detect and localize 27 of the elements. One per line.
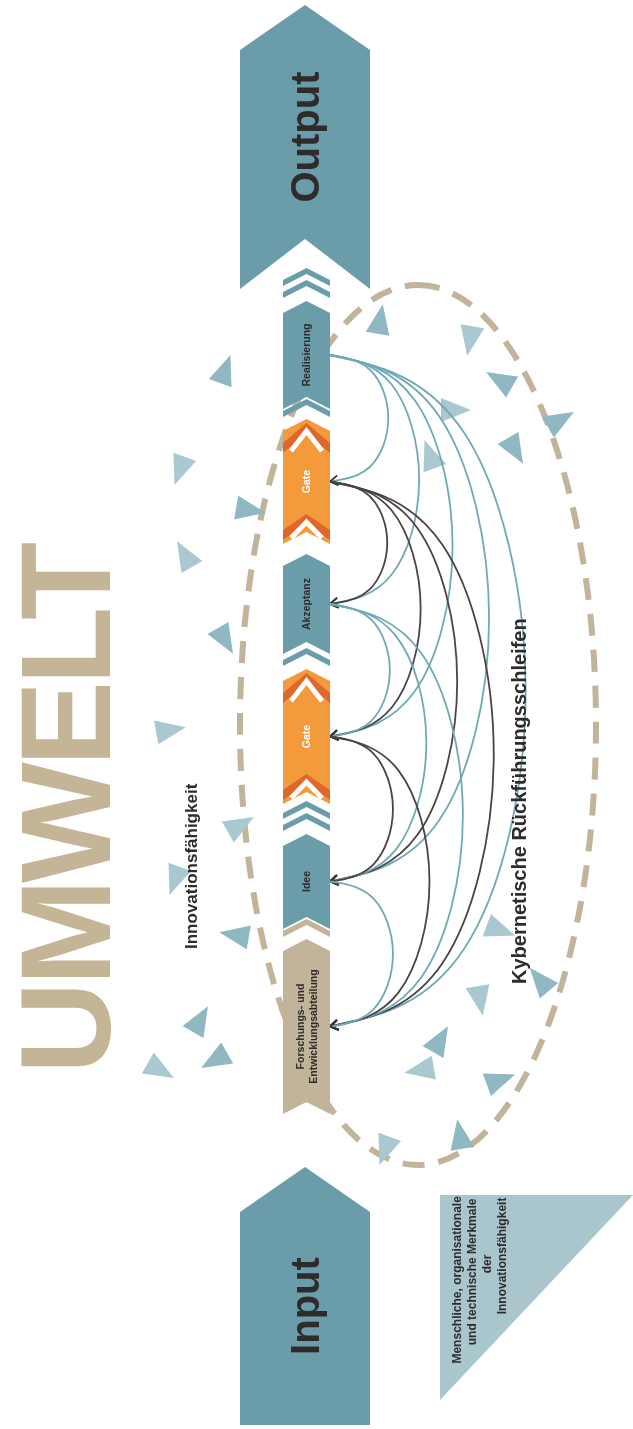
key-triangle (440, 1195, 633, 1400)
segment-label: Idee (300, 871, 313, 892)
input-arrow (240, 1167, 370, 1425)
arrow-label: Input (282, 1257, 328, 1355)
feedback-arrow (329, 354, 390, 487)
feedback-arrow (329, 480, 389, 609)
title: UMWELT (6, 545, 126, 1074)
segment-label: Forschungs- und Entwicklungsabteilung (294, 968, 319, 1086)
segment-label: Akzeptanz (300, 578, 313, 630)
feedback-arrow (329, 480, 495, 1031)
feedback-arrow (329, 735, 394, 887)
loop-label: Kybernetische Rückführungsschleifen (508, 618, 531, 984)
arrow-label: Output (282, 71, 328, 203)
segment-label: Gate (300, 724, 313, 749)
feedback-arrow (329, 735, 431, 1031)
feedback-arrow (329, 880, 394, 1032)
gate-segment (283, 419, 330, 544)
output-arrow (240, 5, 370, 289)
region-label: Innovationsfähigkeit (182, 783, 202, 949)
process-segment (283, 834, 330, 929)
process-segment (283, 939, 330, 1114)
feedback-arrow (329, 603, 391, 742)
segment-label: Gate (300, 469, 313, 494)
feedback-arrow (329, 354, 527, 1031)
gate-segment (283, 669, 330, 804)
segment-label: Realisierung (300, 323, 313, 387)
key-text: Menschliche, organisationale und technische Merkmale der Innovationsfähigkeit (449, 1195, 510, 1366)
